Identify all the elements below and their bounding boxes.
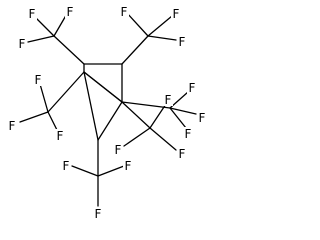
bond-19	[125, 11, 149, 37]
fluorine-label-bg	[197, 111, 207, 124]
fluorine-atom-label: F	[19, 37, 26, 51]
fluorine-atom-label: F	[185, 127, 192, 141]
fluorine-label-bg	[183, 127, 193, 140]
fluorine-label-bg	[187, 81, 197, 94]
bond-21	[147, 35, 177, 41]
fluorine-atom-label: F	[179, 35, 186, 49]
fluorine-label-bg	[113, 143, 123, 156]
fluorine-label-bg	[17, 37, 27, 50]
bond-32	[169, 107, 197, 115]
bond-25	[71, 165, 99, 177]
fluorine-atom-label: F	[189, 81, 196, 95]
fluorine-label-bg	[119, 5, 129, 18]
fluorine-atom-label: F	[125, 159, 132, 173]
bond-16	[33, 15, 55, 37]
fluorine-atom-label: F	[95, 207, 102, 221]
fluorine-label-bg	[93, 207, 103, 220]
fluorine-label-bg	[163, 93, 173, 106]
fluorine-label-bg	[61, 159, 71, 172]
bond-33	[169, 107, 187, 129]
bond-4	[83, 71, 123, 103]
fluorine-label-bg	[33, 73, 43, 86]
bond-28	[149, 103, 167, 129]
fluorine-atom-label: F	[199, 111, 206, 125]
bond-23	[19, 111, 49, 123]
fluorine-atom-label: F	[121, 5, 128, 19]
fluorine-label-bg	[7, 119, 17, 132]
fluorine-atom-label: F	[29, 7, 36, 21]
bond-12	[47, 71, 85, 113]
fluorine-atom-label: F	[63, 159, 70, 173]
bond-10	[53, 35, 85, 65]
fluorine-label-bg	[177, 35, 187, 48]
fluorine-atom-label: F	[173, 7, 180, 21]
bond-14	[121, 101, 151, 129]
bonds	[19, 11, 197, 207]
bond-20	[147, 15, 173, 37]
fluorine-label-bg	[177, 147, 187, 160]
fluorine-label-bg	[27, 7, 37, 20]
fluorine-label-bg	[171, 7, 181, 20]
fluorine-label-bg	[55, 129, 65, 142]
bond-24	[47, 111, 59, 133]
bond-11	[121, 35, 149, 65]
fluorine-label-bg	[123, 159, 133, 172]
bond-5	[83, 71, 99, 141]
fluorine-atom-label: F	[165, 93, 172, 107]
fluorine-label-bg	[65, 5, 75, 18]
bond-26	[97, 165, 125, 177]
bond-22	[39, 83, 49, 113]
fluorine-atom-label: F	[35, 73, 42, 87]
fluorine-atom-label: F	[9, 119, 16, 133]
fluorine-atom-label: F	[179, 147, 186, 161]
bond-29	[123, 127, 151, 147]
bond-30	[149, 127, 177, 151]
fluorine-atom-label: F	[67, 5, 74, 19]
bond-17	[27, 35, 55, 43]
fluorine-atom-label: F	[115, 143, 122, 157]
bond-6	[97, 101, 123, 141]
fluorine-atom-label: F	[57, 129, 64, 143]
bond-15	[121, 101, 171, 109]
